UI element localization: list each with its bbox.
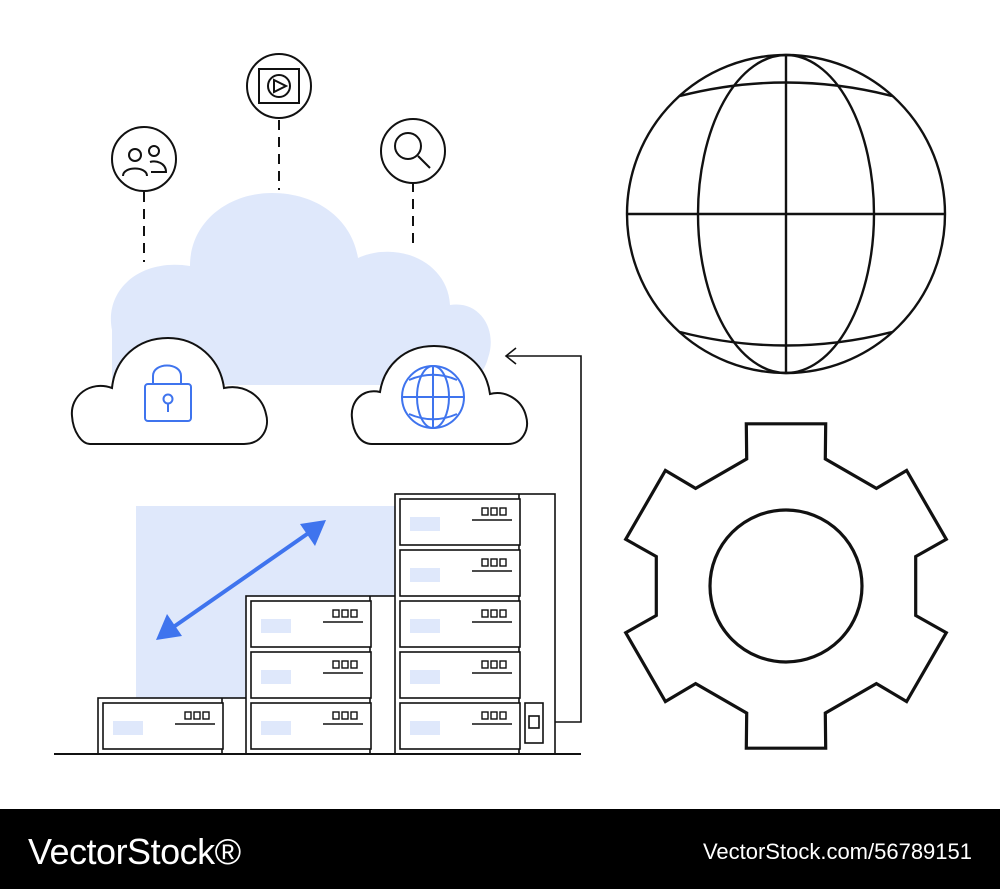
double-headed-arrow-icon [156,520,326,640]
network-port-jack [528,715,540,729]
footer-bar: VectorStock® VectorStock.com/56789151 [0,809,1000,889]
brand-logo: VectorStock® [28,831,241,872]
server-unit [250,600,372,648]
users-badge [111,126,177,192]
image-id-text: VectorStock.com/56789151 [702,839,972,864]
server-unit [102,702,224,750]
users-icon [122,145,168,177]
server-unit [250,651,372,699]
server-unit [399,702,521,750]
server-unit [250,702,372,750]
server-unit [399,600,521,648]
large-cloud-shape [110,193,491,385]
search-icon [394,132,431,169]
globe-icon [401,365,465,429]
server-unit [399,549,521,597]
server-rack [245,595,397,755]
server-rack-icon [54,493,581,755]
network-port [524,702,544,744]
illustration-canvas [54,53,949,755]
gear-icon [623,422,949,750]
video-play-icon [258,68,300,104]
dashed-connectors [143,120,414,262]
small-cloud-right [350,344,528,445]
server-unit [399,498,521,546]
server-racks [97,493,556,755]
wireframe-globe-icon [625,53,947,375]
server-rack [394,493,556,755]
cloud-network-group [70,53,582,723]
server-rack [97,697,249,755]
search-badge [380,118,446,184]
server-unit [399,651,521,699]
cloud-link-arrow [504,347,582,723]
padlock-icon [144,364,192,422]
video-badge [246,53,312,119]
small-cloud-left [70,336,268,445]
